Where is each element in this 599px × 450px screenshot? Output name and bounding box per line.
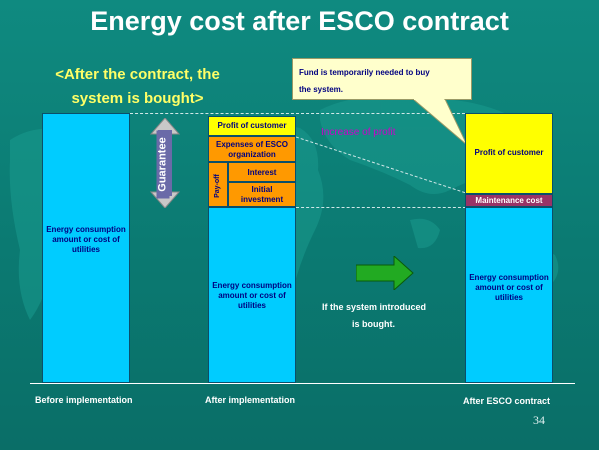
after-payoff-label: Pay-off <box>214 174 221 198</box>
after-payoff-bar <box>208 162 228 207</box>
subtitle-line-1: <After the contract, the <box>55 66 220 83</box>
after-expenses-bar <box>208 136 296 162</box>
esco-consumption-bar <box>465 207 553 383</box>
after-interest-bar <box>228 162 296 182</box>
esco-maintenance-bar <box>465 194 553 207</box>
after-interest-label: Interest <box>247 168 277 177</box>
callout-line-2: the system. <box>299 85 344 94</box>
system-bought-text: If the system introduced is bought. <box>322 299 452 333</box>
callout-line-1: Fund is temporarily needed to buy <box>299 68 430 77</box>
callout-box: Fund is temporarily needed to buy the sy… <box>292 58 472 100</box>
callout-pointer <box>412 99 468 146</box>
esco-consumption-label: Energy consumption amount or cost of uti… <box>469 273 549 302</box>
esco-maintenance-label: Maintenance cost <box>475 196 543 205</box>
green-arrow-icon <box>356 256 414 290</box>
before-consumption-bar <box>42 113 130 383</box>
before-implementation-label: Before implementation <box>35 395 133 405</box>
after-expenses-label: Expenses of ESCO organization <box>215 140 289 159</box>
esco-profit-label: Profit of customer <box>474 148 544 157</box>
baseline <box>30 383 575 384</box>
before-consumption-label: Energy consumption amount or cost of uti… <box>46 225 126 254</box>
after-esco-contract-label: After ESCO contract <box>463 396 551 406</box>
subtitle: <After the contract, the system is bough… <box>30 63 245 111</box>
increase-of-profit-label: Increase of profit <box>321 127 396 138</box>
dashed-line-top <box>130 113 470 114</box>
after-consumption-bar <box>208 207 296 383</box>
after-consumption-label: Energy consumption amount or cost of uti… <box>212 281 292 310</box>
after-initial-label: Initial investment <box>240 185 284 204</box>
dashed-line-mid <box>296 207 466 208</box>
slide-title: Energy cost after ESCO contract <box>90 6 509 36</box>
subtitle-line-2: system is bought> <box>71 90 204 107</box>
after-profit-label: Profit of customer <box>217 121 287 130</box>
page-number: 34 <box>533 413 545 427</box>
after-implementation-label: After implementation <box>205 395 296 405</box>
system-bought-line-2: is bought. <box>352 319 395 329</box>
system-bought-line-1: If the system introduced <box>322 302 427 312</box>
callout-text: Fund is temporarily needed to buy the sy… <box>299 64 469 98</box>
after-initial-bar <box>228 182 296 207</box>
esco-profit-bar <box>465 113 553 194</box>
after-profit-bar <box>208 116 296 136</box>
